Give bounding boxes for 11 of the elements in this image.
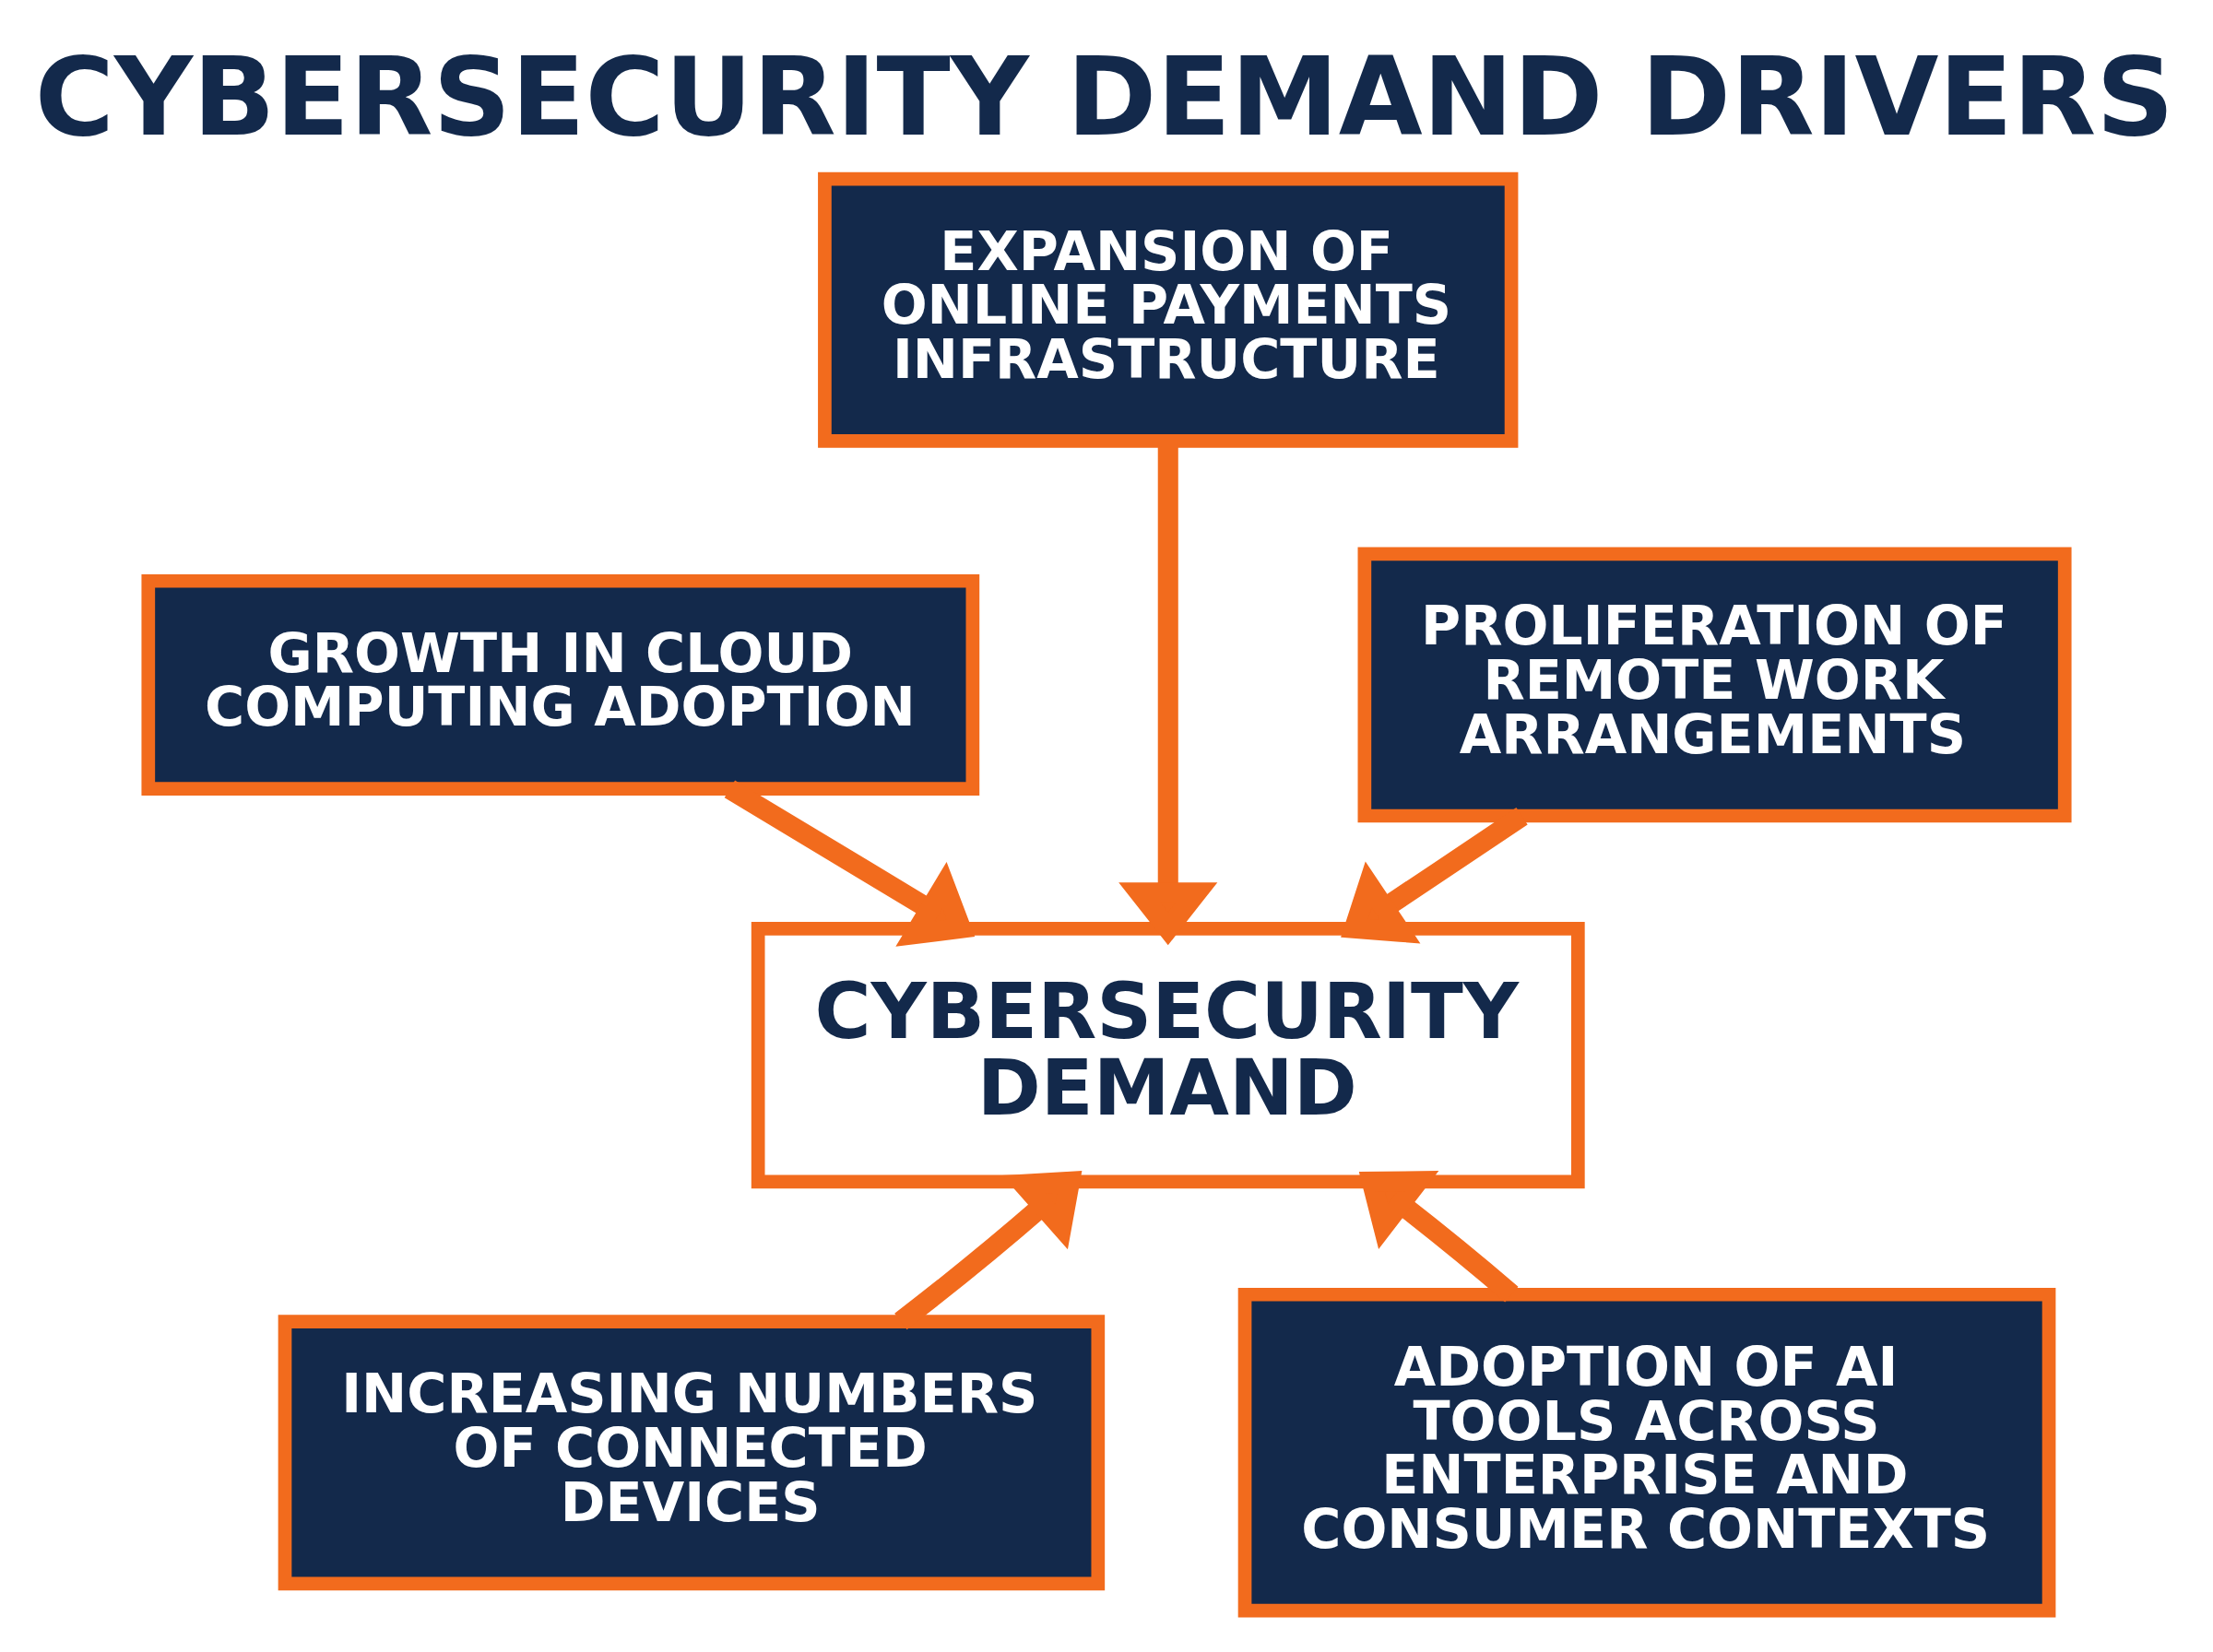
node-box: INCREASING NUMBERS OF CONNECTED DEVICES [278, 1315, 1106, 1591]
arrow [1341, 808, 1528, 944]
node-box: ADOPTION OF AI TOOLS ACROSS ENTERPRISE AND CONSUMER CONTEXTS [1237, 1287, 2056, 1618]
arrow [724, 780, 976, 947]
arrow [1358, 1171, 1519, 1303]
node-box: EXPANSION OF ONLINE PAYMENTS INFRASTRUCTURE [818, 171, 1519, 448]
arrow [894, 1171, 1083, 1330]
diagram-title: CYBERSECURITY DEMAND DRIVERS [34, 34, 2174, 161]
node-box: CYBERSECURITY DEMAND [751, 922, 1585, 1189]
node-box: GROWTH IN CLOUD COMPUTING ADOPTION [141, 573, 980, 796]
node-box: PROLIFERATION OF REMOTE WORK ARRANGEMENTS [1357, 547, 2072, 823]
